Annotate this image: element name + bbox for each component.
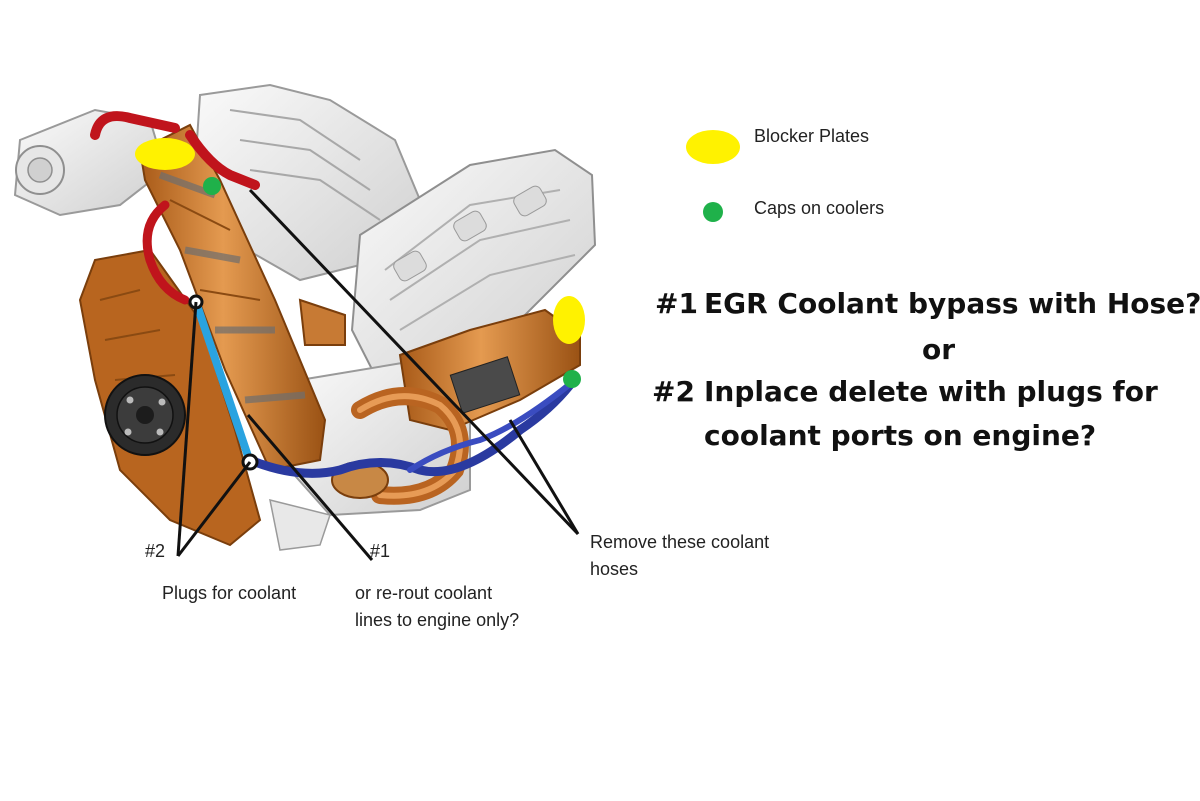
question-1-number: #1 xyxy=(655,287,698,320)
egr-cooler-main xyxy=(138,123,346,472)
callout-reroute-line-2: lines to engine only? xyxy=(355,610,520,630)
callout-remove-line-1: Remove these coolant xyxy=(590,532,770,552)
callout-number-2: #2 xyxy=(145,541,166,561)
blue-coolant-pipe xyxy=(245,377,578,478)
callout-reroute-line-1: or re-rout coolant xyxy=(355,583,493,603)
blocker-plate-marker-rear xyxy=(553,296,585,344)
legend-cap-swatch xyxy=(703,202,723,222)
blocker-plate-marker-front xyxy=(135,138,195,170)
question-or: or xyxy=(922,333,956,366)
egr-cooler-rear xyxy=(331,308,581,505)
question-2-line-1: Inplace delete with plugs for xyxy=(704,375,1158,408)
question-1-text: EGR Coolant bypass with Hose? xyxy=(704,287,1200,320)
bypass-hose xyxy=(192,298,254,466)
cooler-cap-marker-front xyxy=(203,177,221,195)
question-2-number: #2 xyxy=(652,375,695,408)
red-coolant-hoses xyxy=(90,111,260,305)
callout-number-1: #1 xyxy=(370,541,391,561)
legend-caps-label: Caps on coolers xyxy=(754,198,885,218)
legend-blocker-swatch xyxy=(686,130,740,164)
callout-lines xyxy=(176,188,580,561)
cooler-cap-marker-rear xyxy=(563,370,581,388)
question-2-line-2: coolant ports on engine? xyxy=(704,419,1097,452)
legend-blocker-plates-label: Blocker Plates xyxy=(754,126,870,146)
callout-plugs-label: Plugs for coolant xyxy=(162,583,297,603)
front-cover-and-oil-cooler xyxy=(78,248,262,547)
callout-remove-line-2: hoses xyxy=(590,559,639,579)
